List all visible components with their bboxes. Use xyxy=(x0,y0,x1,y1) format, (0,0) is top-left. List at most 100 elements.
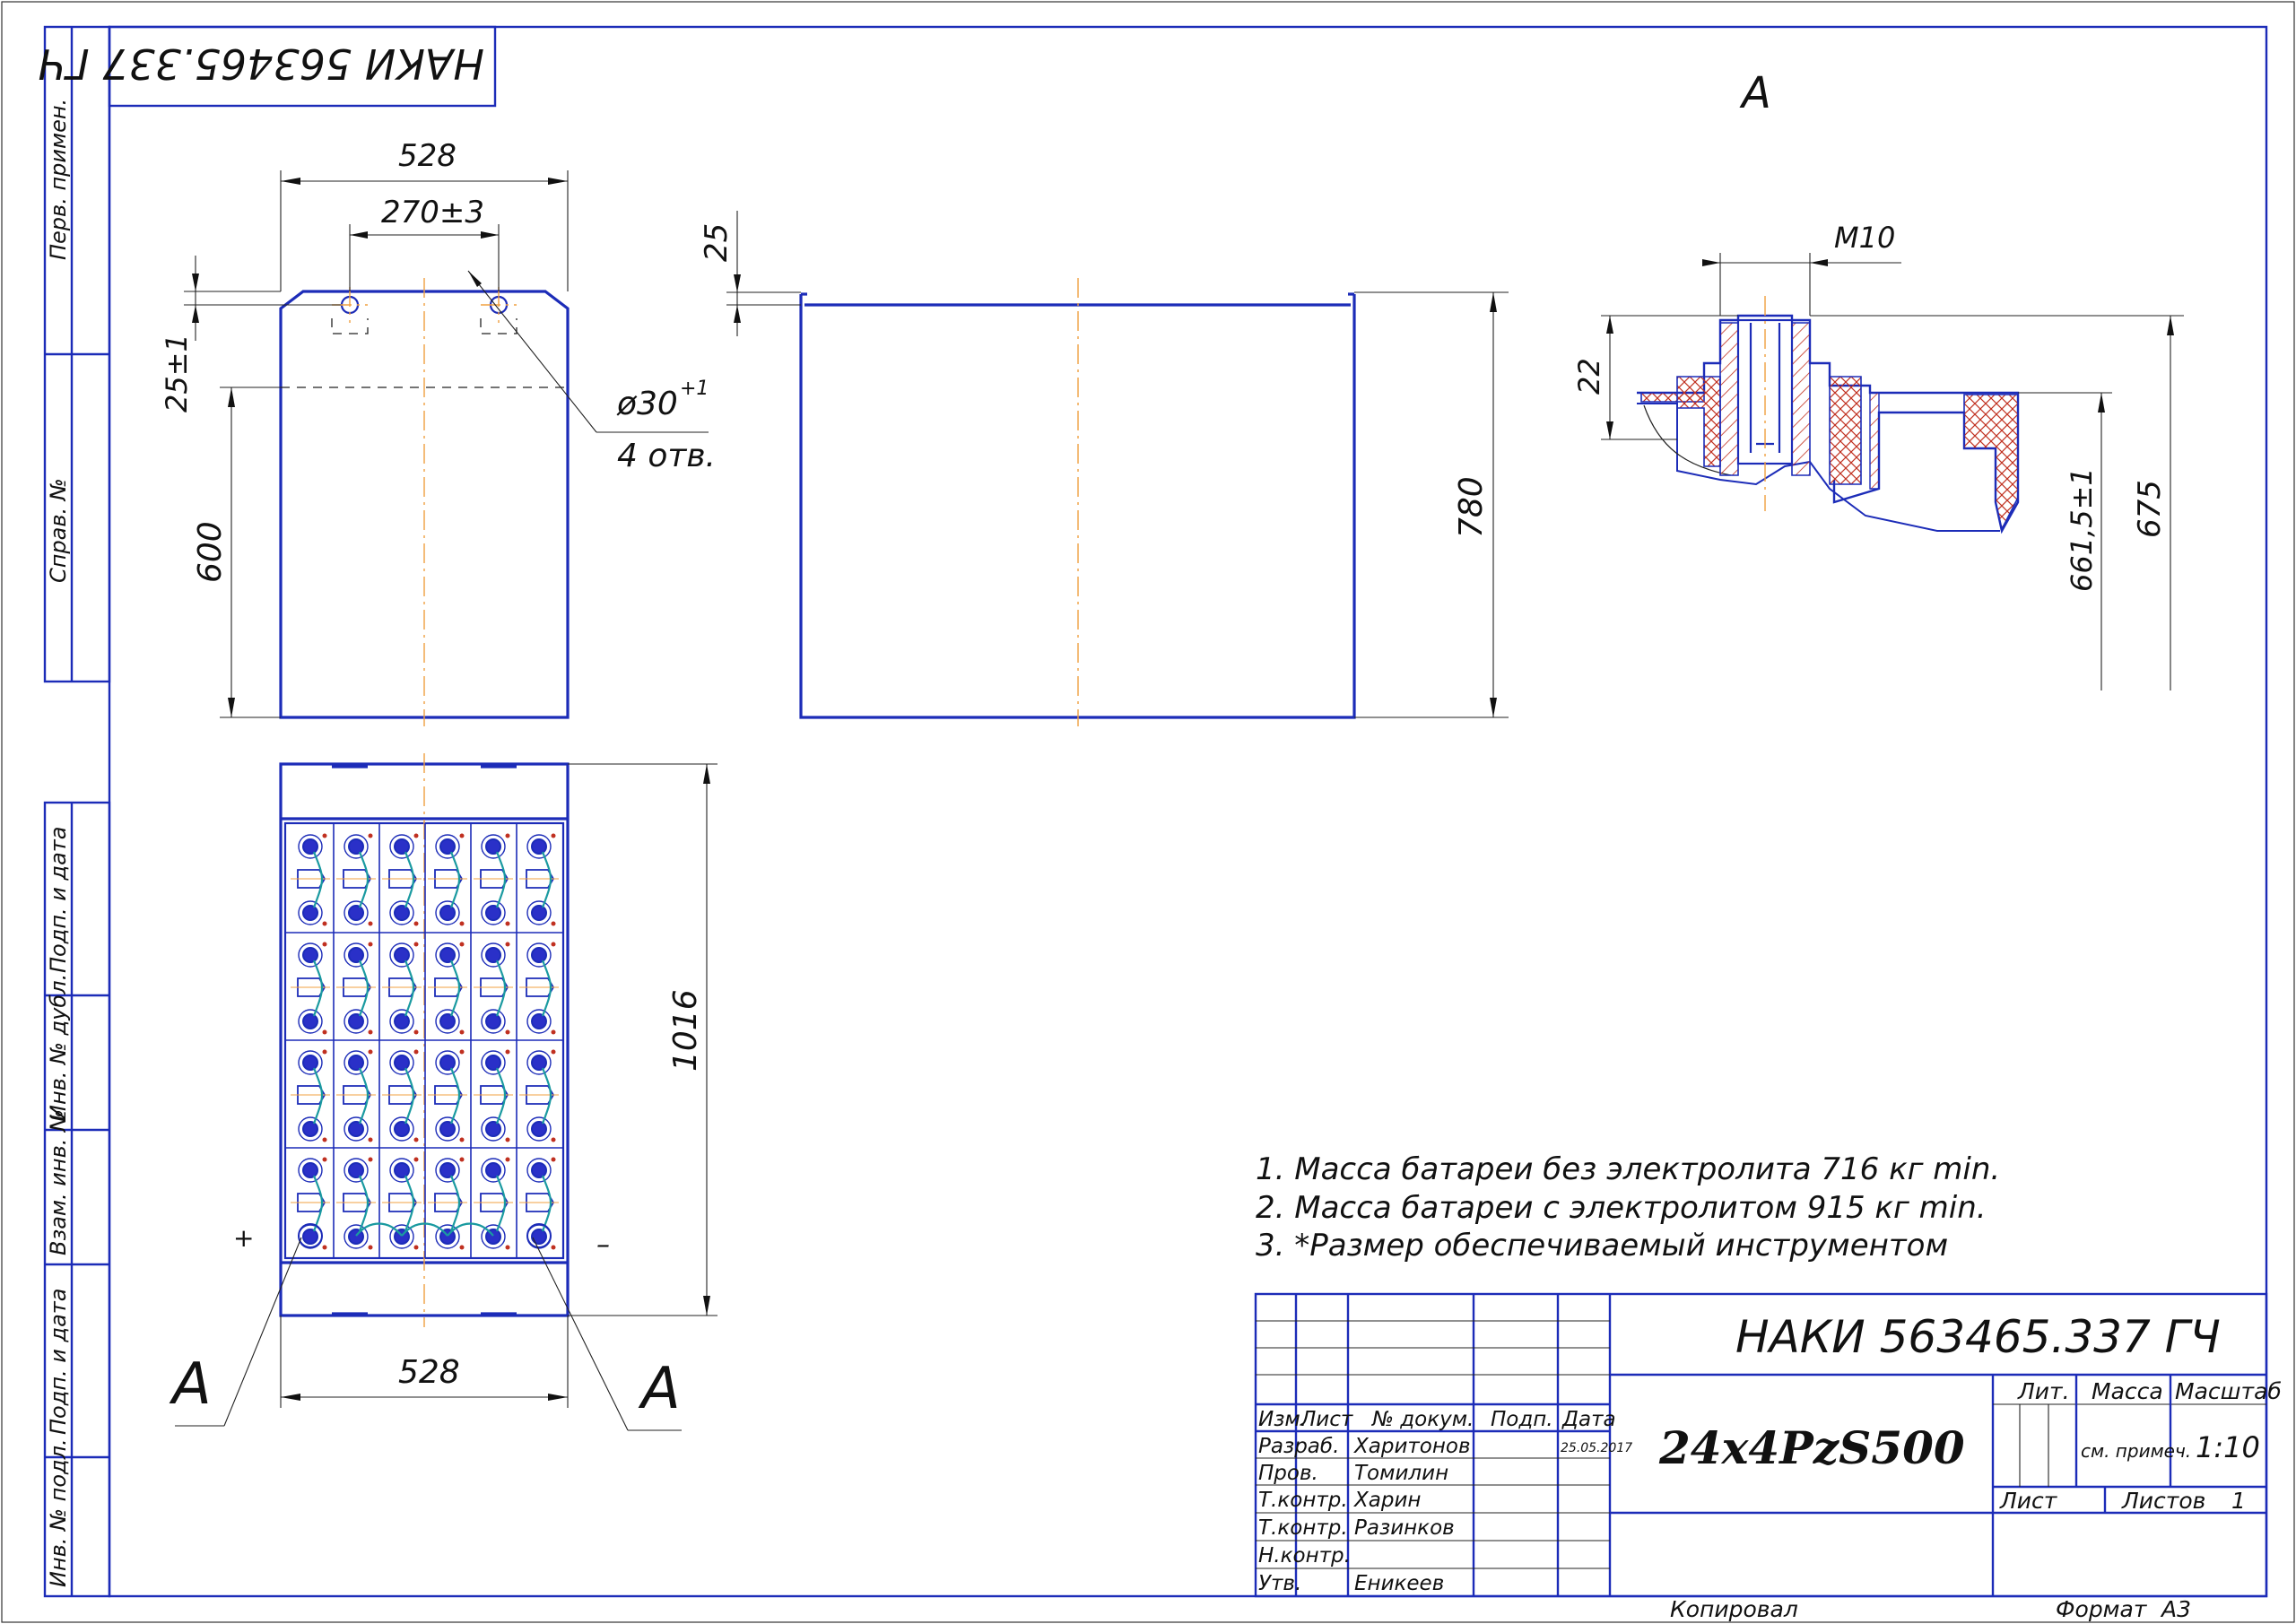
section-marker-left: А xyxy=(169,1351,212,1418)
side-label-3: Инв. № дубл. xyxy=(46,974,71,1121)
tb-date: 25.05.2017 xyxy=(1561,1441,1632,1455)
terminal-post xyxy=(485,1121,501,1137)
tb-mass-label: Масса xyxy=(2092,1378,2163,1404)
cell-connector xyxy=(358,960,369,1017)
terminal-post xyxy=(394,1121,410,1137)
side-strip: Перв. примен. Справ. № Подп. и дата Инв.… xyxy=(43,25,111,1598)
note-3: 3. *Размер обеспечиваемый инструментом xyxy=(1256,1228,1948,1264)
side-label-4: Взам. инв. № xyxy=(46,1109,71,1255)
terminal-post xyxy=(531,905,547,921)
terminal-post xyxy=(302,1055,318,1071)
terminal-post xyxy=(302,905,318,921)
tb-sheets-value: 1 xyxy=(2231,1488,2246,1514)
dim-plan-width: 528 xyxy=(398,1354,460,1391)
cell-connector xyxy=(449,960,460,1017)
note-2: 2. Масса батареи с электролитом 915 кг m… xyxy=(1256,1190,1987,1226)
terminal-post xyxy=(439,838,456,855)
side-label-6: Инв. № подл. xyxy=(46,1438,71,1587)
terminal-post xyxy=(394,838,410,855)
tb-code: НАКИ 563465.337 ГЧ xyxy=(1735,1311,2221,1363)
terminal-post xyxy=(348,1162,364,1178)
terminal-post xyxy=(302,947,318,963)
title-block: Изм. Лист № докум. Подп. Дата Разраб.Хар… xyxy=(1254,1292,2282,1622)
tb-lit-label: Лит. xyxy=(2017,1378,2070,1404)
terminal-post xyxy=(348,1013,364,1029)
dim-hole-dia-tol: +1 xyxy=(680,378,709,400)
terminal-post xyxy=(348,838,364,855)
notes: 1. Масса батареи без электролита 716 кг … xyxy=(1256,1151,2000,1264)
terminal-post xyxy=(348,1055,364,1071)
cell-connector xyxy=(495,1175,506,1232)
cell-connector xyxy=(541,1175,552,1232)
terminal-post xyxy=(439,1055,456,1071)
tb-person: Томилин xyxy=(1354,1462,1448,1485)
dim-detail-22: 22 xyxy=(1572,358,1606,395)
front-view: 528 270±3 25±1 600 ø30 +1 4 отв. xyxy=(160,138,716,726)
detail-a: А M10 xyxy=(1572,68,2184,690)
terminal-post xyxy=(531,838,547,855)
cell-connector xyxy=(312,1067,323,1125)
side-view: 25 780 xyxy=(699,211,1509,726)
tb-format-label: Формат xyxy=(2056,1596,2148,1622)
cell-connector xyxy=(449,1175,460,1232)
terminal-post xyxy=(531,1055,547,1071)
terminal-post xyxy=(531,1229,547,1245)
cell-grid xyxy=(285,823,563,1258)
terminal-post xyxy=(485,905,501,921)
tb-mass-value: см. примеч. xyxy=(2081,1440,2191,1462)
side-label-0: Перв. примен. xyxy=(46,99,71,260)
cell-connector xyxy=(541,1067,552,1125)
dim-hole-depth: 600 xyxy=(192,521,229,583)
side-label-1: Справ. № xyxy=(46,478,71,583)
terminal-post xyxy=(348,1121,364,1137)
cell-connector xyxy=(312,1175,323,1232)
cell-connector xyxy=(404,851,414,908)
cell-connector xyxy=(449,851,460,908)
tb-role: Т.контр. xyxy=(1258,1516,1348,1540)
tb-role: Н.контр. xyxy=(1258,1544,1351,1568)
terminal-post xyxy=(531,1013,547,1029)
dim-thread: M10 xyxy=(1834,221,1895,255)
terminal-post xyxy=(531,1121,547,1137)
cell-connector xyxy=(495,851,506,908)
cell-connector xyxy=(358,1175,369,1232)
cell-connector xyxy=(404,1067,414,1125)
terminal-post xyxy=(485,947,501,963)
terminal-post xyxy=(439,947,456,963)
polarity-plus: + xyxy=(233,1223,254,1253)
cell-connector xyxy=(358,1067,369,1125)
tb-header-list: Лист xyxy=(1300,1408,1353,1431)
inter-cell-connector xyxy=(401,1222,448,1237)
terminal-post xyxy=(302,1229,318,1245)
dim-hole-spacing: 270±3 xyxy=(381,195,484,230)
plan-view: 1016 528 А А + – xyxy=(169,753,718,1431)
tb-role: Т.контр. xyxy=(1258,1489,1348,1512)
terminal-post xyxy=(485,1055,501,1071)
cell-connector xyxy=(541,851,552,908)
tb-header-doc: № докум. xyxy=(1370,1408,1474,1431)
tb-sheet-label: Лист xyxy=(1999,1488,2058,1514)
tb-product: 24x4PzS500 xyxy=(1658,1421,1965,1474)
terminal-post xyxy=(439,1121,456,1137)
tb-scale-label: Масштаб xyxy=(2175,1378,2282,1404)
terminal-post xyxy=(302,1013,318,1029)
dim-detail-675: 675 xyxy=(2132,480,2168,538)
tb-header-date: Дата xyxy=(1561,1408,1616,1431)
terminal-post xyxy=(394,947,410,963)
terminal-post xyxy=(439,1013,456,1029)
dim-detail-661: 661,5±1 xyxy=(2065,467,2099,592)
cell-connector xyxy=(495,960,506,1017)
tb-scale-value: 1:10 xyxy=(2196,1430,2260,1464)
inter-cell-connector xyxy=(447,1222,494,1237)
cell-connector xyxy=(358,851,369,908)
tb-person: Еникеев xyxy=(1354,1572,1444,1595)
terminal-post xyxy=(348,947,364,963)
terminal-post xyxy=(531,947,547,963)
dim-hole-count: 4 отв. xyxy=(617,438,716,474)
cell-connector xyxy=(404,960,414,1017)
note-1: 1. Масса батареи без электролита 716 кг … xyxy=(1256,1151,2000,1187)
terminal-post xyxy=(485,1162,501,1178)
dim-front-width: 528 xyxy=(398,138,457,174)
tb-copied: Копировал xyxy=(1670,1596,1798,1622)
